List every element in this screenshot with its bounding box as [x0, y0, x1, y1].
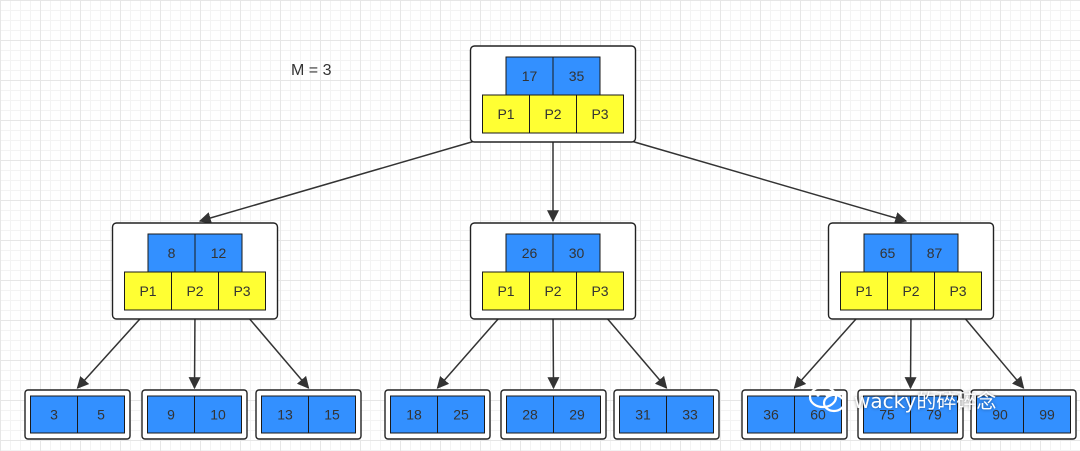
- key-cell: [552, 56, 601, 96]
- edge-arrow: [188, 309, 201, 390]
- leaf-key-value: 90: [992, 407, 1008, 423]
- leaf-key-value: 60: [810, 407, 826, 423]
- key-cell: [863, 233, 912, 273]
- pointer-label: P3: [949, 283, 966, 299]
- leaf-key-value: 75: [879, 407, 895, 423]
- pointer-label: P3: [591, 106, 608, 122]
- pointer-label: P1: [139, 283, 156, 299]
- edge-arrow: [793, 309, 865, 389]
- edge-arrow: [904, 309, 917, 390]
- key-cell: [552, 233, 601, 273]
- leaf-key-cell: [30, 395, 78, 434]
- pointer-cell: [576, 94, 624, 134]
- pointer-label: P2: [186, 283, 203, 299]
- pointer-cell: [840, 271, 888, 311]
- key-cell: [194, 233, 243, 273]
- leaf-key-value: 99: [1039, 407, 1055, 423]
- key-value: 35: [569, 68, 585, 84]
- edge-arrow: [630, 140, 908, 224]
- leaf-key-value: 31: [635, 407, 651, 423]
- key-value: 17: [522, 68, 538, 84]
- leaf-node: 13 15: [255, 389, 362, 440]
- pointer-cell: [934, 271, 982, 311]
- order-label: M = 3: [291, 62, 332, 79]
- pointer-cell: [218, 271, 266, 311]
- leaf-node: 36 60: [741, 389, 848, 440]
- leaf-key-value: 36: [763, 407, 779, 423]
- key-value: 26: [522, 245, 538, 261]
- pointer-label: P2: [544, 283, 561, 299]
- leaf-key-value: 79: [926, 407, 942, 423]
- leaf-key-value: 28: [522, 407, 538, 423]
- leaf-key-value: 25: [453, 407, 469, 423]
- edge-arrow: [76, 309, 149, 389]
- edge-arrow: [198, 140, 476, 224]
- key-value: 30: [569, 245, 585, 261]
- wechat-icon: [808, 385, 846, 413]
- pointer-cell: [887, 271, 935, 311]
- leaf-node: 31 33: [613, 389, 720, 440]
- leaf-key-value: 3: [50, 407, 58, 423]
- leaf-key-value: 33: [682, 407, 698, 423]
- key-value: 87: [927, 245, 943, 261]
- key-cell: [505, 56, 554, 96]
- key-cell: [910, 233, 959, 273]
- edge-arrow: [957, 309, 1025, 389]
- key-value: 65: [880, 245, 896, 261]
- leaf-node: 75 79: [857, 389, 964, 440]
- pointer-cell: [124, 271, 172, 311]
- edges: [76, 140, 1025, 390]
- leaf-key-cell: [666, 395, 714, 434]
- leaf-key-value: 9: [167, 407, 175, 423]
- key-cell: [505, 233, 554, 273]
- leaf-node: 9 10: [141, 389, 248, 440]
- leaf-key-value: 10: [210, 407, 226, 423]
- leaf-key-value: 15: [324, 407, 340, 423]
- edge-arrow: [547, 309, 560, 390]
- leaf-node: 28 29: [500, 389, 607, 440]
- edge-arrow: [436, 309, 507, 389]
- leaf-key-value: 18: [406, 407, 422, 423]
- key-value: 8: [168, 245, 176, 261]
- leaf-key-cell: [863, 395, 911, 434]
- pointer-cell: [576, 271, 624, 311]
- pointer-label: P1: [855, 283, 872, 299]
- edge-arrow: [599, 309, 668, 389]
- leaf-key-cell: [308, 395, 356, 434]
- leaf-key-cell: [194, 395, 242, 434]
- watermark: wacky的碎碎念: [808, 384, 996, 414]
- pointer-label: P3: [591, 283, 608, 299]
- leaf-key-value: 29: [569, 407, 585, 423]
- pointer-label: P3: [233, 283, 250, 299]
- leaf-key-cell: [747, 395, 795, 434]
- leaf-key-cell: [619, 395, 667, 434]
- leaf-key-cell: [910, 395, 958, 434]
- pointer-label: P2: [902, 283, 919, 299]
- pointer-label: P1: [497, 283, 514, 299]
- pointer-label: P1: [497, 106, 514, 122]
- pointer-cell: [482, 271, 530, 311]
- leaf-key-value: 5: [97, 407, 105, 423]
- leaf-key-cell: [553, 395, 601, 434]
- leaf-key-cell: [437, 395, 485, 434]
- edge-arrow: [241, 309, 310, 389]
- leaf-key-cell: [1023, 395, 1071, 434]
- pointer-cell: [529, 271, 577, 311]
- leaf-key-cell: [261, 395, 309, 434]
- pointer-label: P2: [544, 106, 561, 122]
- leaf-key-cell: [390, 395, 438, 434]
- leaf-key-value: 13: [277, 407, 293, 423]
- leaf-node: 90 99: [970, 389, 1077, 440]
- key-value: 12: [211, 245, 227, 261]
- leaf-key-cell: [77, 395, 125, 434]
- watermark-text: wacky的碎碎念: [854, 388, 997, 413]
